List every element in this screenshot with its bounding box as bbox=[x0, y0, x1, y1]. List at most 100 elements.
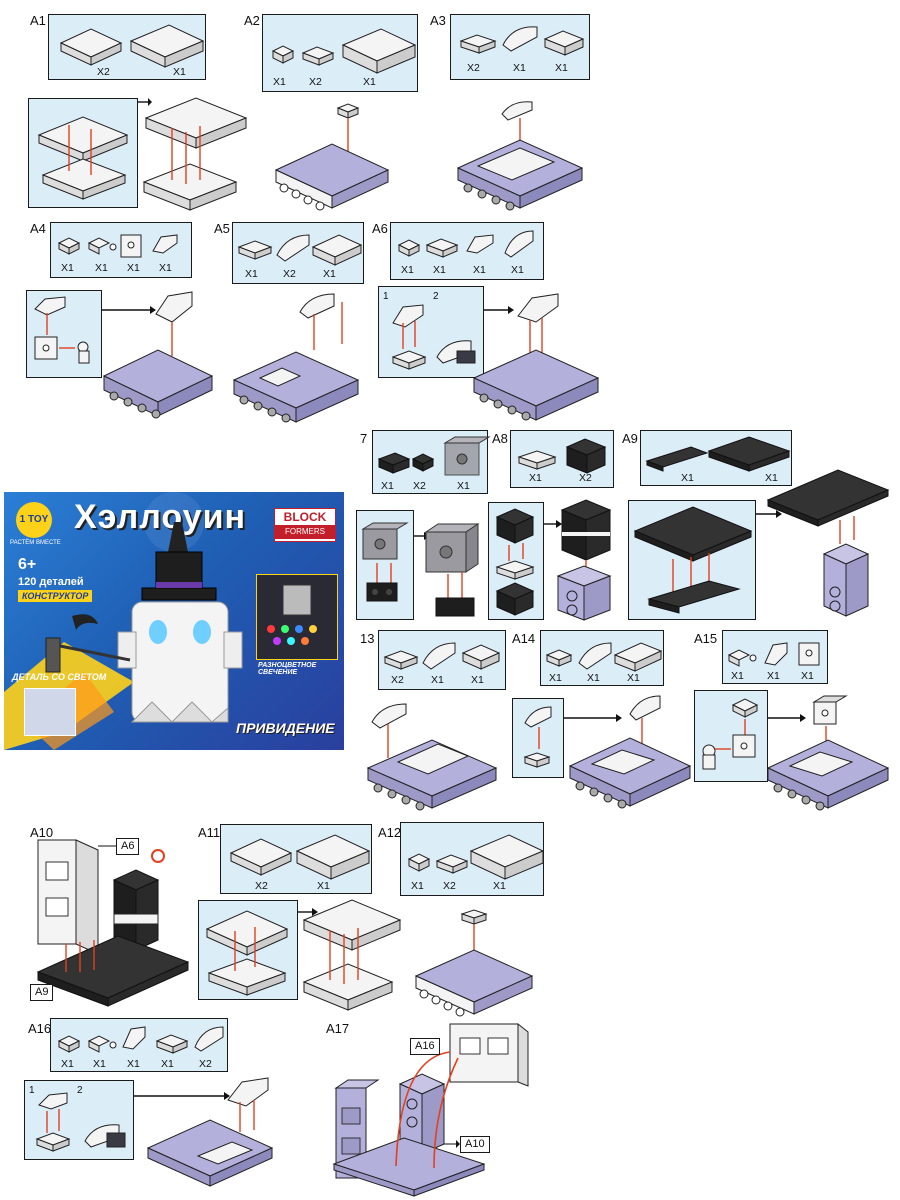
parts-box: X2 X1 X1 bbox=[450, 14, 590, 80]
assembly-illustration bbox=[766, 469, 890, 617]
step-label: A9 bbox=[622, 431, 638, 446]
parts-illustration bbox=[377, 436, 491, 476]
sub-assembly-box bbox=[694, 690, 768, 782]
part-qty: X1 bbox=[627, 672, 640, 684]
part-qty: X1 bbox=[555, 62, 568, 74]
part-qty: X1 bbox=[765, 472, 778, 484]
brand-sub: FORMERS bbox=[275, 525, 335, 539]
parts-box: X1 X2 X1 bbox=[232, 222, 364, 284]
sub-assembly-illustration bbox=[391, 304, 476, 370]
sub-assembly-box: 1 2 bbox=[378, 286, 484, 378]
step-label: A17 bbox=[326, 1021, 350, 1036]
parts-illustration bbox=[727, 642, 820, 667]
parts-illustration bbox=[407, 834, 545, 880]
sub-step-number: 1 bbox=[383, 291, 389, 302]
part-qty: X2 bbox=[413, 480, 426, 492]
part-qty: X1 bbox=[381, 480, 394, 492]
sub-assembly-box bbox=[628, 500, 756, 620]
ghost-figure-illustration bbox=[117, 522, 243, 723]
part-qty: X1 bbox=[273, 76, 286, 88]
step-label: A3 bbox=[430, 13, 446, 28]
part-qty: X1 bbox=[363, 76, 376, 88]
parts-box: X2 X1 X1 bbox=[378, 630, 506, 690]
sub-step-number: 2 bbox=[77, 1085, 83, 1096]
part-qty: X1 bbox=[127, 1058, 140, 1070]
part-qty: X1 bbox=[93, 1058, 106, 1070]
part-qty: X1 bbox=[173, 66, 186, 78]
sub-assembly-illustration bbox=[361, 522, 409, 602]
part-qty: X2 bbox=[467, 62, 480, 74]
step-label: A8 bbox=[492, 431, 508, 446]
parts-box: X2 X1 bbox=[48, 14, 206, 80]
step-label: A14 bbox=[512, 631, 536, 646]
brand-name: BLOCK bbox=[283, 510, 327, 524]
step-label: A10 bbox=[30, 825, 54, 840]
part-qty: X2 bbox=[199, 1058, 212, 1070]
arrow-icon bbox=[564, 714, 622, 722]
brand-badge: BLOCK FORMERS bbox=[274, 508, 336, 542]
assembly-illustration bbox=[142, 97, 248, 211]
product-title: Хэллоуин bbox=[74, 498, 247, 536]
assembly-illustration bbox=[102, 291, 214, 419]
part-qty: X1 bbox=[731, 670, 744, 682]
part-qty: X2 bbox=[579, 472, 592, 484]
pieces-label: 120 деталей bbox=[18, 576, 84, 588]
parts-box: X1 X1 X1 X1 bbox=[390, 222, 544, 280]
part-qty: X1 bbox=[473, 264, 486, 276]
parts-illustration bbox=[271, 28, 417, 74]
part-qty: X1 bbox=[61, 262, 74, 274]
light-part-image bbox=[24, 688, 76, 736]
parts-box: X1 X1 X1 bbox=[540, 630, 664, 686]
brand-tagline: РАСТЁМ ВМЕСТЕ bbox=[10, 540, 61, 546]
step-label: 13 bbox=[360, 631, 375, 646]
part-qty: X1 bbox=[433, 264, 446, 276]
arrow-icon bbox=[768, 714, 806, 722]
assembly-illustration bbox=[456, 101, 584, 211]
part-qty: X1 bbox=[681, 472, 694, 484]
part-qty: X1 bbox=[513, 62, 526, 74]
parts-illustration bbox=[383, 642, 501, 670]
sub-assembly-illustration bbox=[495, 508, 535, 616]
sub-assembly-illustration bbox=[523, 706, 552, 768]
parts-illustration bbox=[397, 230, 534, 258]
part-qty: X1 bbox=[549, 672, 562, 684]
age-label: 6+ bbox=[18, 556, 37, 573]
assembly-illustration bbox=[302, 899, 402, 1011]
callout-a10: A10 bbox=[460, 1136, 490, 1154]
sub-assembly-box: 1 2 bbox=[24, 1080, 134, 1160]
assembly-illustration bbox=[332, 1022, 529, 1197]
sub-step-number: 1 bbox=[29, 1085, 35, 1096]
parts-illustration bbox=[545, 642, 663, 672]
arrow-icon bbox=[544, 520, 562, 528]
parts-illustration bbox=[59, 24, 205, 68]
parts-box: X1 X1 X1 X1 X2 bbox=[50, 1018, 228, 1072]
assembly-illustration bbox=[472, 293, 600, 421]
sub-assembly-illustration bbox=[702, 698, 759, 770]
part-qty: X1 bbox=[317, 880, 330, 892]
scythe-illustration bbox=[45, 614, 131, 673]
sub-assembly-illustration bbox=[34, 296, 90, 364]
part-qty: X2 bbox=[283, 268, 296, 280]
part-qty: X2 bbox=[391, 674, 404, 686]
assembly-illustration bbox=[146, 1077, 274, 1187]
light-inset-illustration bbox=[267, 584, 317, 645]
part-qty: X2 bbox=[255, 880, 268, 892]
sub-assembly-illustration bbox=[35, 1092, 126, 1152]
sub-assembly-box bbox=[198, 900, 298, 1000]
sub-assembly-illustration bbox=[37, 116, 129, 200]
part-qty: X1 bbox=[411, 880, 424, 892]
part-qty: X1 bbox=[529, 472, 542, 484]
arrow-icon bbox=[134, 1092, 230, 1100]
step-label: A5 bbox=[214, 221, 230, 236]
sub-assembly-box bbox=[512, 698, 564, 778]
part-qty: X1 bbox=[245, 268, 258, 280]
step-label: A2 bbox=[244, 13, 260, 28]
assembly-illustration bbox=[414, 909, 534, 1017]
assembly-illustration bbox=[36, 839, 190, 1007]
parts-box: X1 X2 X1 bbox=[400, 822, 545, 896]
part-qty: X2 bbox=[309, 76, 322, 88]
parts-illustration bbox=[459, 26, 585, 56]
assembly-illustration bbox=[232, 293, 360, 423]
arrow-icon bbox=[484, 306, 514, 314]
assembly-illustration bbox=[424, 523, 480, 617]
